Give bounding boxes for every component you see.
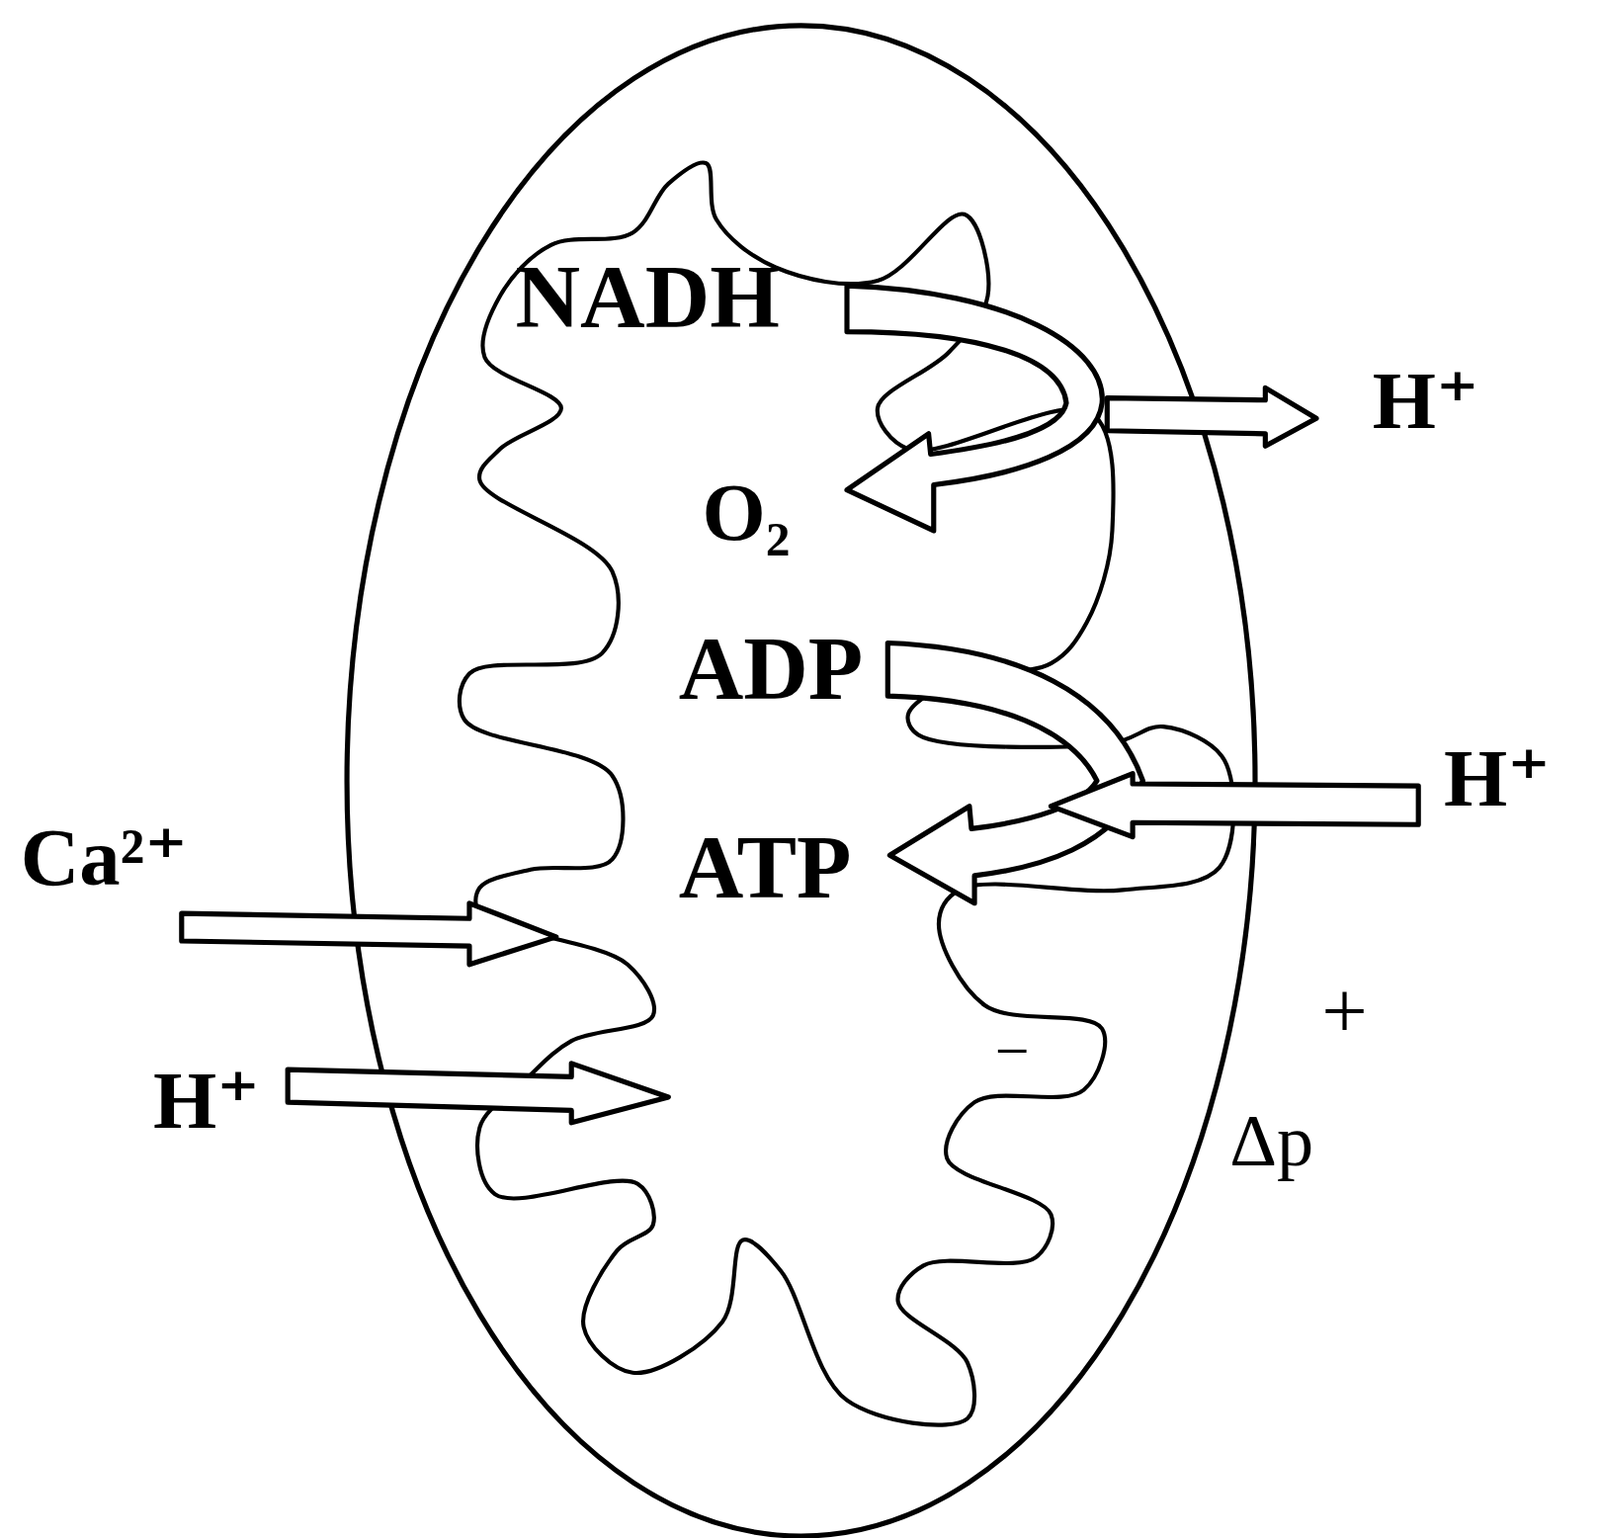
ion-label: Ca²⁺	[20, 816, 188, 899]
atp-synthesis-arrow	[887, 642, 1143, 903]
proton-out-arrow	[1106, 387, 1317, 446]
proton-leak-arrow	[287, 1063, 669, 1123]
substrate-label: ATP	[678, 822, 852, 913]
ion-label: H⁺	[153, 1059, 260, 1142]
calcium-uptake-arrow	[181, 903, 557, 965]
electron-flow-arrow	[846, 285, 1102, 531]
substrate-label: ADP	[678, 624, 864, 715]
charge-sign: −	[995, 1020, 1030, 1083]
ion-label: H⁺	[1443, 736, 1551, 819]
proton-in-arrow	[1051, 773, 1420, 838]
substrate-label: O₂	[701, 471, 790, 554]
gradient-label: Δp	[1229, 1103, 1314, 1178]
charge-sign: +	[1321, 969, 1368, 1052]
substrate-label: NADH	[514, 252, 780, 343]
ion-label: H⁺	[1372, 358, 1480, 441]
